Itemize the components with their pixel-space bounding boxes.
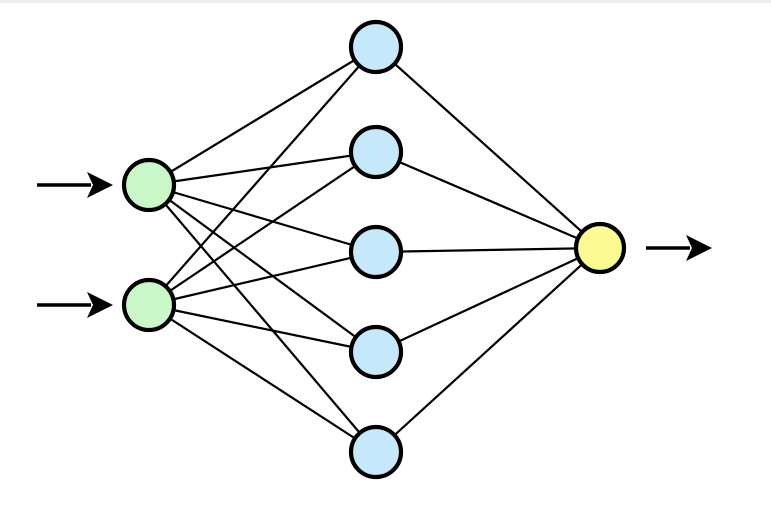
io-arrows-group <box>37 172 712 318</box>
node-h-4[interactable] <box>348 324 404 380</box>
nodes-group <box>121 19 627 480</box>
edge-in-2-to-h-2 <box>148 151 377 306</box>
top-edge-strip <box>0 0 771 3</box>
edge-h-1-to-out-1 <box>375 46 601 249</box>
node-out-1[interactable] <box>573 221 627 275</box>
node-h-2[interactable] <box>348 124 404 180</box>
node-h-1[interactable] <box>348 19 404 75</box>
edges-group <box>148 46 601 453</box>
edge-in-2-to-h-5 <box>148 304 377 453</box>
node-in-2[interactable] <box>121 277 177 333</box>
input-arrow-1-head <box>87 172 113 198</box>
edge-in-1-to-h-3 <box>148 183 377 254</box>
edge-h-3-to-out-1 <box>375 246 601 254</box>
edge-h-5-to-out-1 <box>375 247 601 453</box>
edge-h-2-to-out-1 <box>375 150 601 250</box>
node-h-5[interactable] <box>348 424 404 480</box>
edge-h-4-to-out-1 <box>375 247 601 353</box>
edge-in-2-to-h-3 <box>148 250 377 307</box>
edge-in-1-to-h-2 <box>148 150 377 187</box>
edge-in-1-to-h-5 <box>148 184 377 453</box>
node-h-3[interactable] <box>348 224 404 280</box>
output-arrow-1-head <box>686 235 712 261</box>
edge-in-2-to-h-4 <box>148 303 377 354</box>
input-arrow-2-head <box>87 292 113 318</box>
edge-in-2-to-h-1 <box>148 46 377 306</box>
edge-in-1-to-h-4 <box>148 184 377 353</box>
node-in-1[interactable] <box>121 157 177 213</box>
edge-in-1-to-h-1 <box>148 46 377 186</box>
